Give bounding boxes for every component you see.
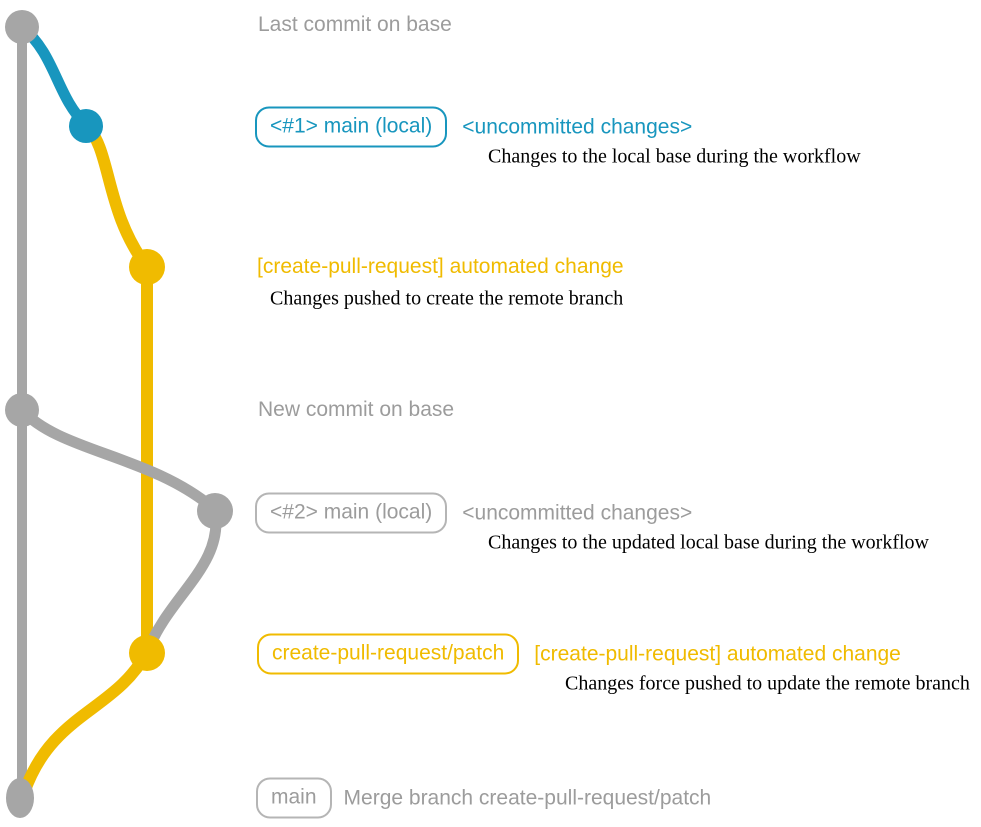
label-last-commit-on-base: Last commit on base [258, 13, 452, 36]
commit-dot-main-local-2 [197, 493, 233, 529]
git-graph [5, 10, 233, 818]
commit-dot-merge [6, 778, 34, 818]
description-force-push-update-branch: Changes force pushed to update the remot… [565, 672, 970, 695]
local-main-branch-line-2 [16, 404, 219, 514]
local-main-rebase-line [142, 505, 222, 656]
row-main-local-2: <#2> main (local) <uncommitted changes> [255, 492, 693, 534]
commit-dot-base-2 [5, 393, 39, 427]
commit-dot-main-local-1 [69, 109, 103, 143]
row-patch-commit-2: create-pull-request/patch [create-pull-r… [257, 633, 901, 675]
note-automated-change-2: [create-pull-request] automated change [534, 642, 901, 665]
commit-dot-patch-1 [129, 249, 165, 285]
note-uncommitted-changes-2: <uncommitted changes> [462, 501, 693, 524]
branch-badge-main-local-2: <#2> main (local) [255, 492, 448, 534]
description-local-base-changes: Changes to the local base during the wor… [488, 145, 861, 168]
description-updated-local-base-changes: Changes to the updated local base during… [488, 531, 929, 554]
description-push-create-branch: Changes pushed to create the remote bran… [270, 287, 624, 310]
label-new-commit-on-base: New commit on base [258, 398, 455, 421]
note-automated-change-1: [create-pull-request] automated change [257, 255, 624, 278]
local-main-branch-line-1 [16, 21, 92, 131]
row-patch-commit-1: [create-pull-request] automated change [257, 255, 624, 279]
branch-badge-patch: create-pull-request/patch [257, 633, 520, 675]
branch-badge-main-local-1: <#1> main (local) [255, 106, 448, 148]
note-merge-branch: Merge branch create-pull-request/patch [343, 786, 712, 809]
row-main-local-1: <#1> main (local) <uncommitted changes> [255, 106, 693, 148]
commit-dot-base-1 [5, 10, 39, 44]
branch-badge-main: main [256, 777, 332, 819]
note-uncommitted-changes-1: <uncommitted changes> [462, 115, 693, 138]
row-merge-commit: main Merge branch create-pull-request/pa… [256, 777, 712, 819]
commit-dot-patch-2 [129, 635, 165, 671]
